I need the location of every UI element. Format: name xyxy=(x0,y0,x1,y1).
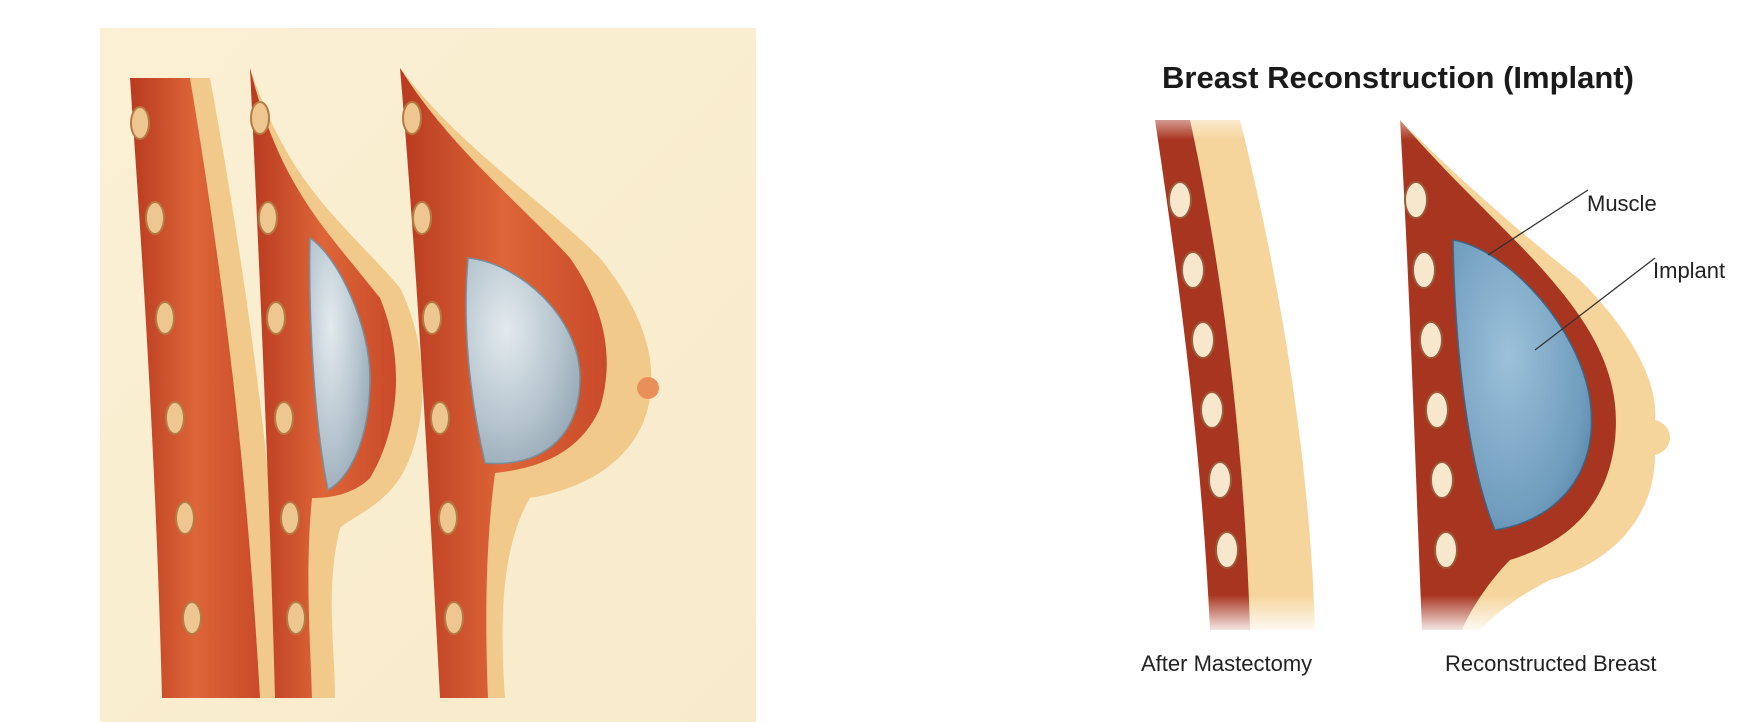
bottom-fade xyxy=(1110,595,1745,635)
reconstruction-svg xyxy=(1110,40,1745,722)
implant-stages-illustration xyxy=(100,28,756,722)
after-mastectomy-figure xyxy=(1155,120,1315,630)
reconstructed-breast-caption: Reconstructed Breast xyxy=(1445,651,1657,677)
diagram-title: Breast Reconstruction (Implant) xyxy=(1162,60,1634,96)
reconstruction-diagram: Breast Reconstruction (Implant) Muscle I… xyxy=(1110,40,1745,722)
implant-stages-svg xyxy=(100,28,756,722)
after-mastectomy-caption: After Mastectomy xyxy=(1141,651,1312,677)
top-fade xyxy=(1110,100,1745,140)
muscle-label: Muscle xyxy=(1587,191,1657,217)
implant-label: Implant xyxy=(1653,258,1725,284)
stage-3-nipple xyxy=(637,377,659,399)
